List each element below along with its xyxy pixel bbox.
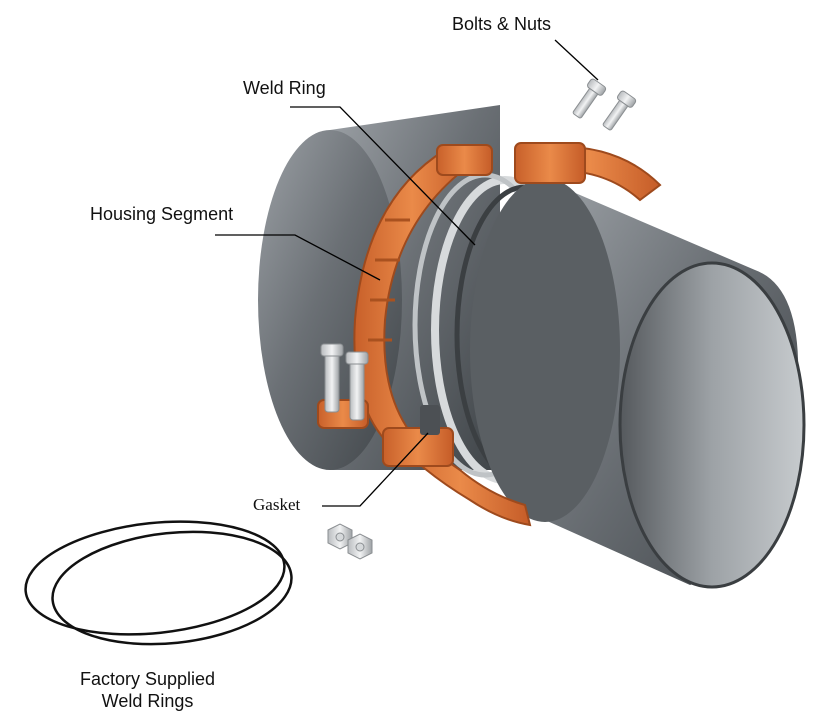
label-weld-ring: Weld Ring	[243, 78, 326, 98]
label-factory-line2: Weld Rings	[101, 691, 194, 711]
leader-weld-ring	[290, 106, 476, 246]
housing-segment-bottom	[382, 427, 532, 527]
label-gasket: Gasket	[253, 495, 301, 514]
label-factory-line1: Factory Supplied	[80, 669, 216, 689]
loose-bolts	[572, 78, 637, 131]
leader-bolts	[554, 39, 599, 81]
label-factory-weld-rings: Factory Supplied Weld Rings	[80, 668, 215, 712]
factory-weld-rings	[24, 520, 293, 646]
right-pipe	[470, 178, 806, 589]
leader-lines	[215, 39, 599, 507]
leader-gasket	[322, 432, 429, 507]
leader-housing	[215, 234, 381, 281]
mounted-bolts	[320, 343, 369, 421]
label-bolts-nuts: Bolts & Nuts	[452, 14, 552, 34]
loose-nuts	[327, 523, 373, 560]
label-housing-segment: Housing Segment	[90, 204, 234, 224]
housing-segment-top	[514, 142, 662, 202]
gasket-insert	[420, 405, 440, 435]
housing-segment-left	[317, 144, 493, 442]
